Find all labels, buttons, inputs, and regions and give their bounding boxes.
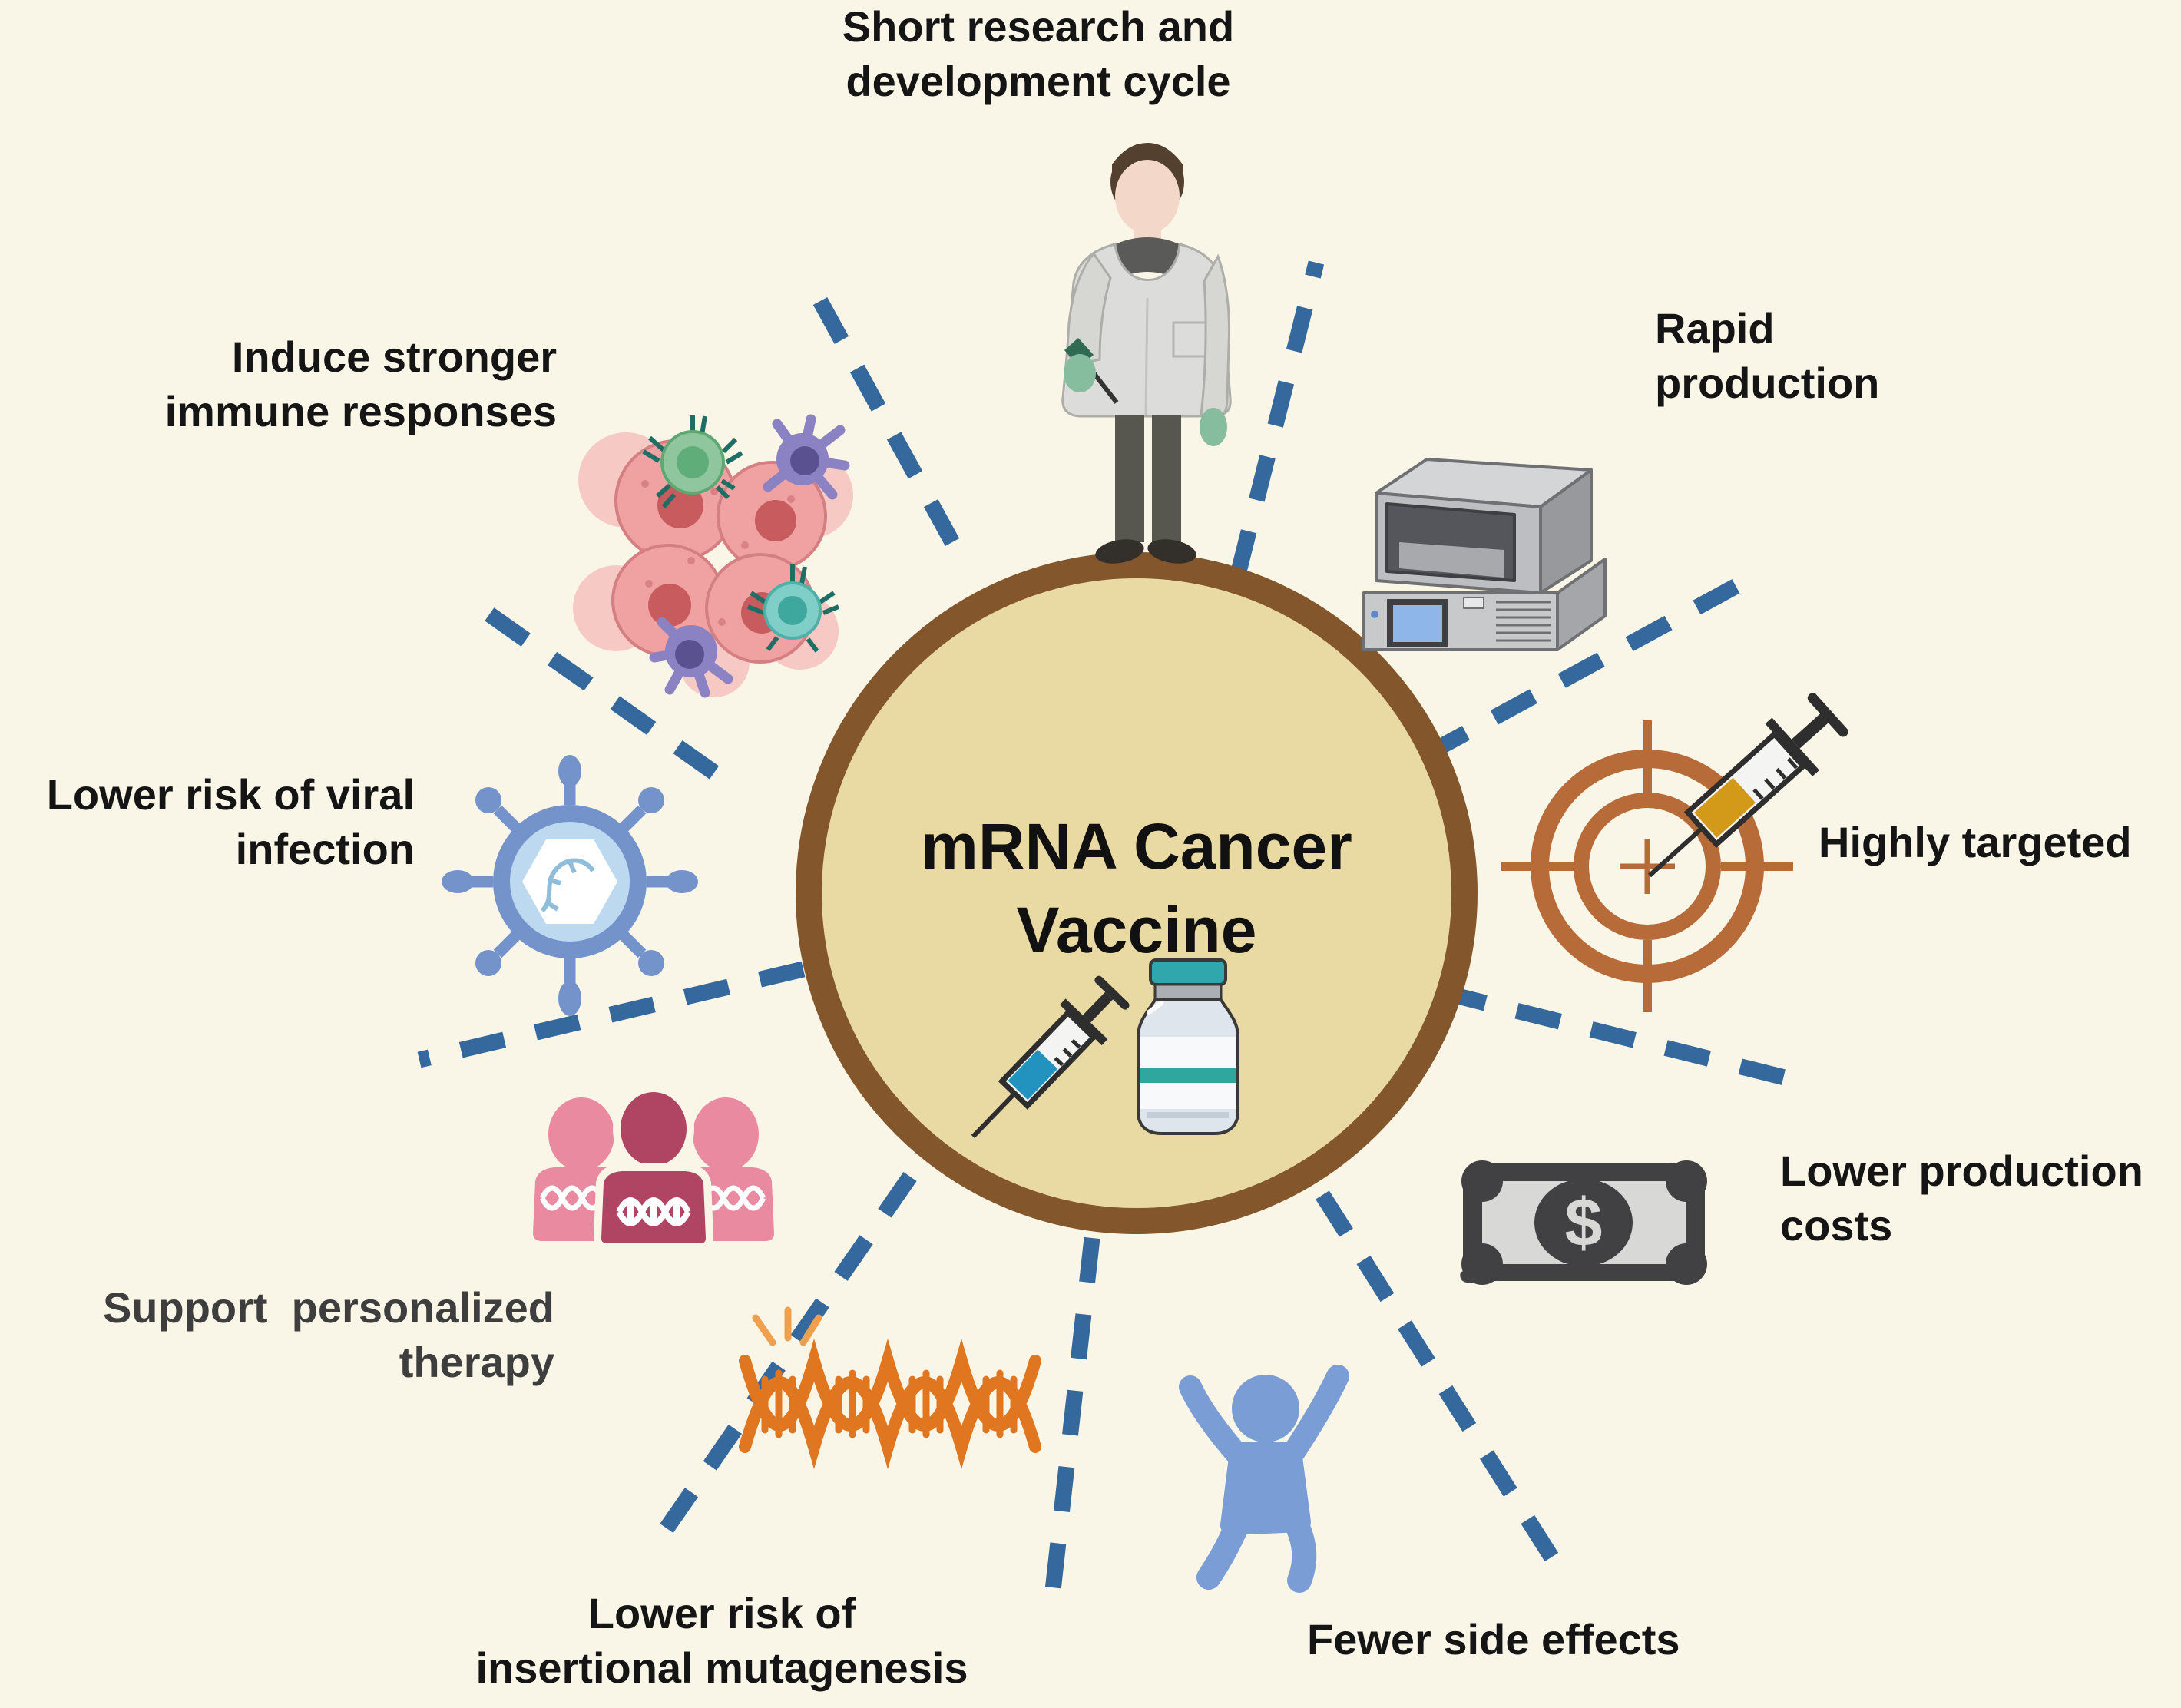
dashed-connectors <box>417 260 1809 1613</box>
bioreactor-machine-icon <box>1362 458 1607 651</box>
benefit-label-side-effects: Fewer side effects <box>1307 1615 1680 1663</box>
patients-group-dna-icon <box>533 1084 774 1251</box>
money-bill-icon: $ <box>1460 1160 1707 1285</box>
benefit-label-viral-infection: Lower risk of viral infection <box>46 770 415 873</box>
benefit-label-mutagenesis: Lower risk of insertional mutagenesis <box>475 1589 968 1692</box>
dashed-connector-4 <box>1440 984 1809 1091</box>
dashed-connector-1 <box>803 280 960 547</box>
happy-person-icon <box>1179 1365 1349 1593</box>
syringe-icon <box>971 975 1130 1139</box>
benefit-label-immune: Induce stronger immune responses <box>164 333 557 435</box>
target-syringe-icon <box>1501 693 1848 1012</box>
benefit-label-rapid-production: Rapid production <box>1655 304 1880 407</box>
dashed-connector-6 <box>1042 1236 1100 1613</box>
central-circle <box>796 552 1478 1234</box>
dashed-connector-8 <box>417 961 806 1068</box>
dollar-sign: $ <box>1565 1184 1603 1260</box>
benefit-label-production-costs: Lower production costs <box>1780 1147 2143 1250</box>
benefit-label-personalized: Support personalized therapy <box>102 1283 554 1386</box>
broken-dna-icon <box>739 1306 1041 1470</box>
tumor-immune-cells-icon <box>573 414 853 698</box>
benefit-label-highly-targeted: Highly targeted <box>1819 818 2132 866</box>
virus-icon <box>442 755 698 1016</box>
scientist-icon <box>1061 143 1232 564</box>
benefit-label-rd-cycle: Short research and development cycle <box>842 2 1235 105</box>
vaccine-vial-icon <box>1137 958 1239 1135</box>
dashed-connector-9 <box>465 594 720 780</box>
dashed-connector-2 <box>1230 260 1325 577</box>
center-title: mRNA Cancer Vaccine <box>921 810 1352 967</box>
dashed-connector-3 <box>1422 574 1749 762</box>
